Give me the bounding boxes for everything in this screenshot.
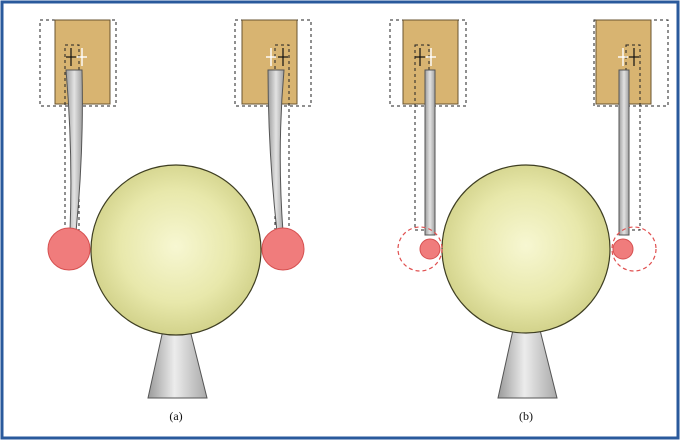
probe-right-a [234,19,312,271]
stylus-dashed-outline [414,44,430,231]
stylus-straight [618,69,630,236]
ball-b [441,164,611,334]
ball-a [90,164,262,336]
caption-b: (b) [519,409,533,423]
probe-right-b [593,19,669,272]
probe-tip [47,227,91,271]
stylus-straight [424,69,436,236]
tip-dashed-outline [611,226,657,272]
stylus-dashed-outline [625,44,641,231]
probe-left-a [39,19,117,271]
caption-a: (a) [169,409,182,423]
probe-tip [419,238,441,260]
probe-left-b [389,19,467,272]
probe-tip [261,227,305,271]
probe-tip [612,238,634,260]
panel-b: (b) [389,19,669,423]
tip-dashed-outline [397,226,443,272]
panel-a: (a) [39,19,312,423]
